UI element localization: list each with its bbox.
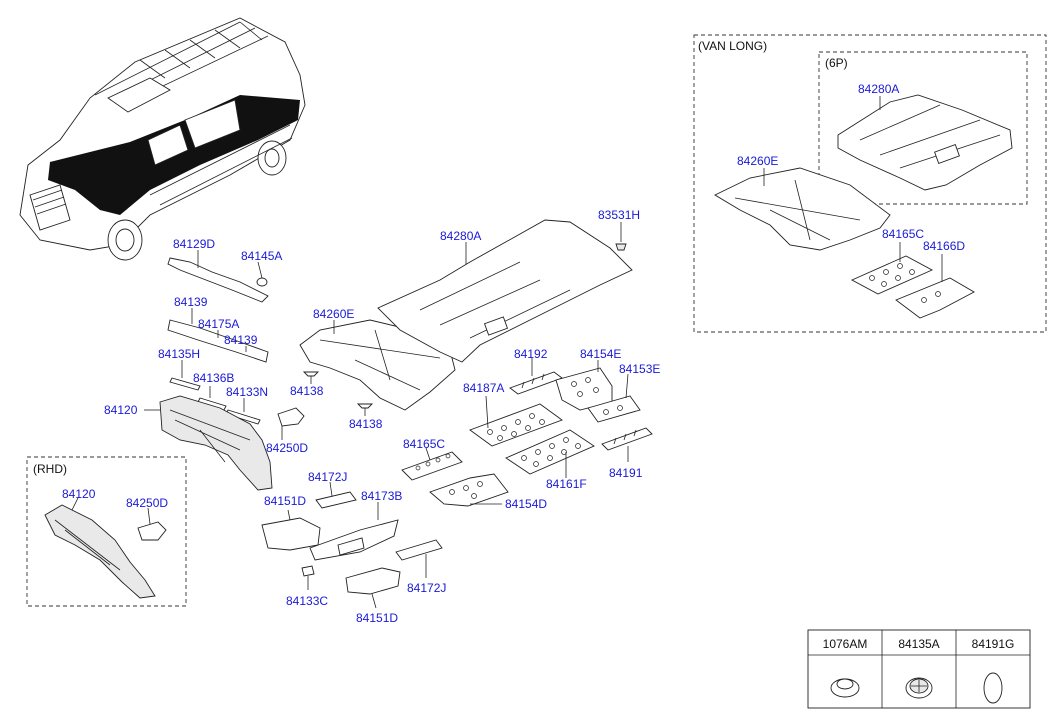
van-label-84260E: 84260E (737, 154, 778, 168)
label-84165C: 84165C (403, 437, 445, 451)
label-84250D: 84250D (266, 441, 308, 455)
part-84151D-a (261, 517, 321, 551)
part-84135H (169, 377, 201, 391)
label-84139-a: 84139 (174, 295, 208, 309)
van-long-group-title: (VAN LONG) (698, 39, 767, 53)
part-84280A (377, 219, 633, 363)
part-84145A (256, 277, 268, 287)
vehicle-illustration (19, 17, 306, 261)
label-84133C: 84133C (286, 594, 328, 608)
label-84175A: 84175A (198, 317, 239, 331)
rhd-part-84120 (44, 504, 156, 599)
label-84129D: 84129D (173, 237, 215, 251)
label-84120: 84120 (104, 403, 138, 417)
van-part-84280A (837, 94, 1013, 191)
label-84172J-a: 84172J (308, 470, 347, 484)
legend-header-84191G: 84191G (972, 637, 1015, 651)
label-84260E: 84260E (313, 307, 354, 321)
ring-icon (983, 672, 1003, 704)
van-long-group-box (693, 34, 1047, 333)
six-p-group-box (818, 51, 1028, 205)
label-84138-b: 84138 (349, 417, 383, 431)
label-84154E: 84154E (580, 347, 621, 361)
label-83531H: 83531H (598, 208, 640, 222)
part-84161F (505, 429, 595, 475)
part-84138-b (356, 403, 374, 409)
rhd-label-84250D: 84250D (126, 496, 168, 510)
six-p-group-title: (6P) (825, 56, 848, 70)
label-84138-a: 84138 (290, 384, 324, 398)
label-84139-b: 84139 (224, 333, 258, 347)
part-84165C (401, 451, 463, 481)
van-label-84280A: 84280A (858, 82, 899, 96)
van-label-84166D: 84166D (923, 239, 965, 253)
label-84136B: 84136B (193, 371, 234, 385)
rhd-part-84250D (137, 521, 167, 541)
part-84191 (601, 427, 653, 451)
label-84161F: 84161F (546, 477, 587, 491)
part-84172J-a (315, 491, 357, 509)
legend-header-84135A: 84135A (898, 637, 939, 651)
legend-header-1076AM: 1076AM (823, 637, 868, 651)
label-84173B: 84173B (361, 489, 402, 503)
label-84191: 84191 (609, 466, 643, 480)
part-83531H (615, 243, 627, 251)
van-part-84165C (850, 255, 934, 295)
label-84172J-b: 84172J (407, 581, 446, 595)
part-84175A (167, 319, 269, 363)
part-84138-a (302, 371, 320, 377)
rhd-group-box (26, 456, 187, 607)
part-84154D (429, 473, 509, 507)
label-84151D-a: 84151D (264, 494, 306, 508)
van-part-84166D (895, 277, 975, 319)
rhd-label-84120: 84120 (62, 487, 96, 501)
label-84135H: 84135H (158, 347, 200, 361)
part-84153E (587, 395, 641, 423)
label-84153E: 84153E (619, 362, 660, 376)
part-84250D (277, 407, 305, 427)
part-84192 (509, 371, 563, 395)
part-84172J-b (395, 539, 443, 561)
part-84133C (301, 565, 315, 577)
part-84151D-b (345, 567, 401, 595)
part-84187A (469, 403, 563, 447)
part-84129D (167, 257, 269, 303)
label-84151D-b: 84151D (356, 611, 398, 625)
fastener-legend-table: 1076AM 84135A 84191G (807, 629, 1031, 709)
label-84187A: 84187A (463, 381, 504, 395)
label-84280A: 84280A (440, 229, 481, 243)
label-84192: 84192 (514, 347, 548, 361)
label-84154D: 84154D (505, 497, 547, 511)
van-label-84165C: 84165C (882, 227, 924, 241)
label-84145A: 84145A (241, 249, 282, 263)
label-84133N: 84133N (226, 385, 268, 399)
rhd-group-title: (RHD) (33, 462, 67, 476)
part-84120 (159, 395, 273, 491)
